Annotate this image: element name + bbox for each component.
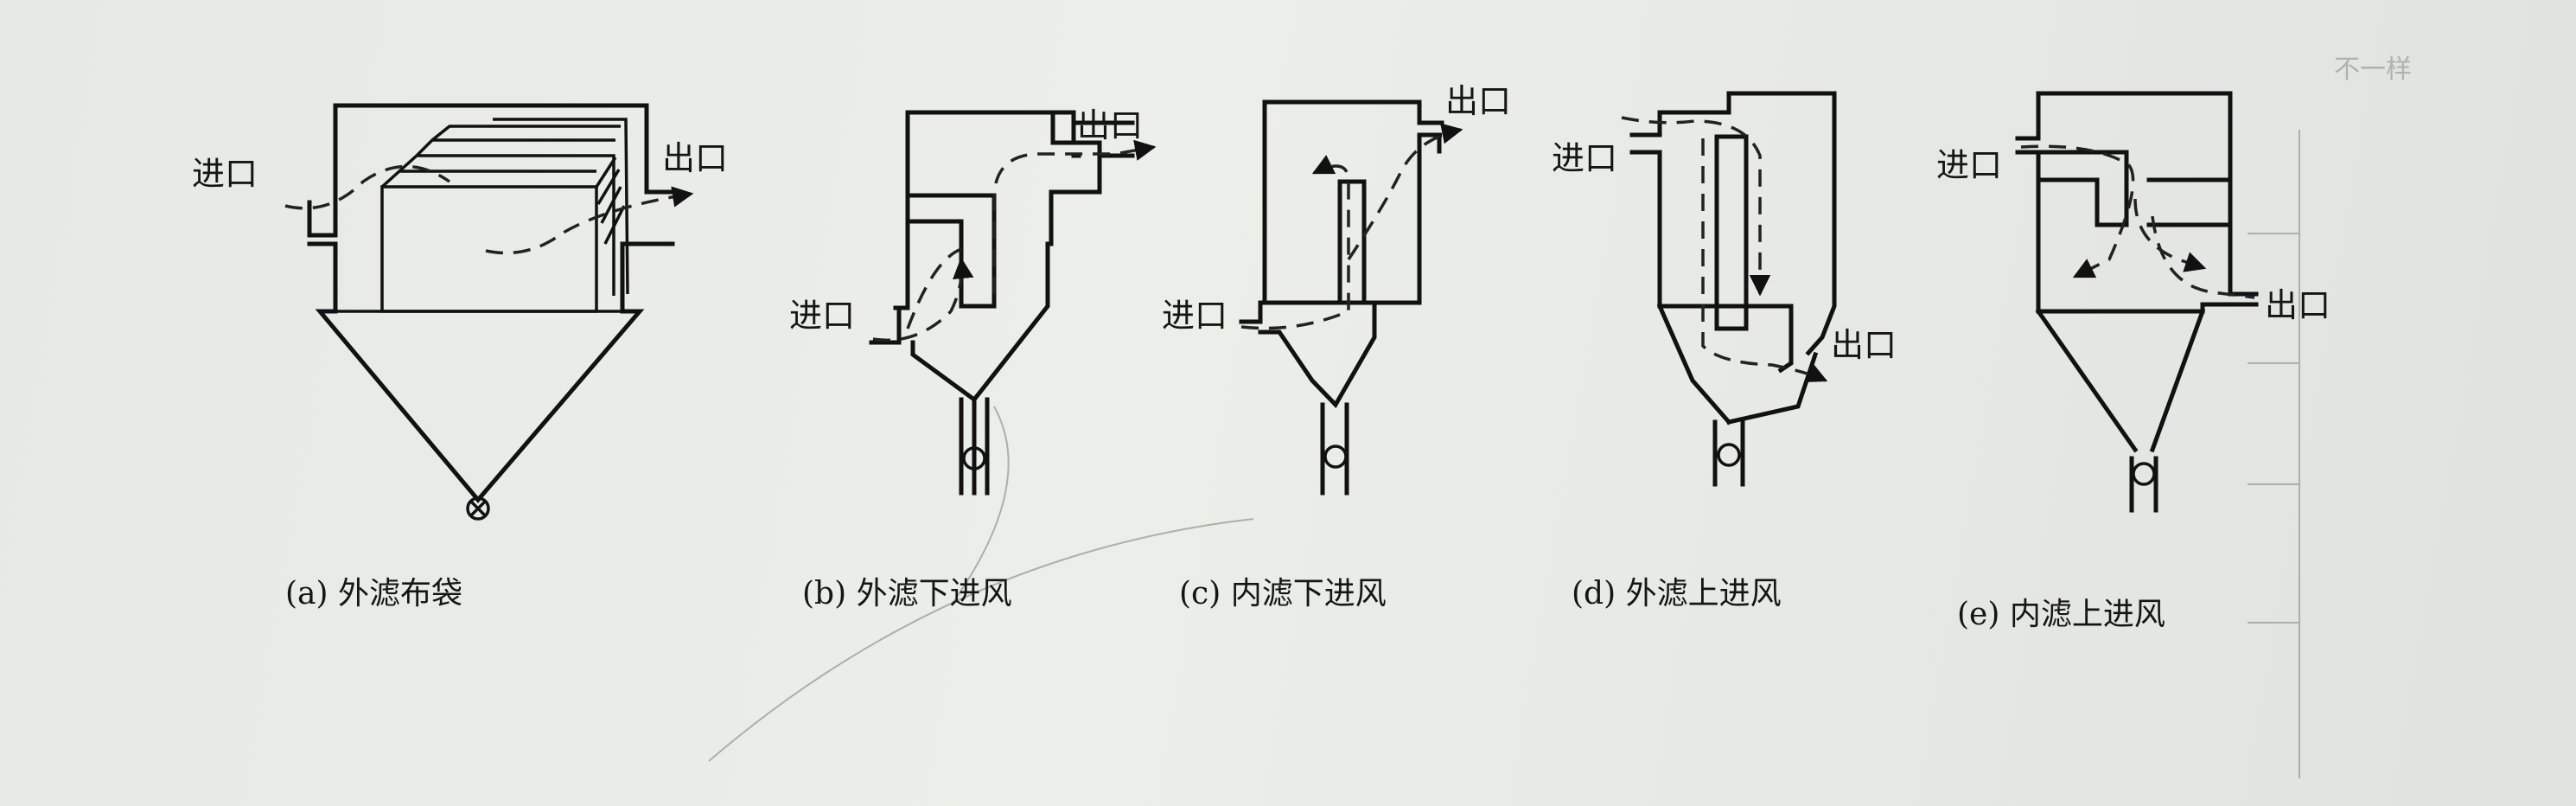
diagram-b-outlet-label: 出口 [1077, 106, 1143, 144]
diagram-c-caption: (c) 内滤下进风 [1179, 576, 1387, 611]
diagram-d: 进口 出口 (d) 外滤上进风 [1552, 91, 1897, 611]
diagram-d-outlet-label: 出口 [1831, 326, 1897, 364]
diagram-c-housing [1239, 99, 1444, 496]
diagram-a-discharge-valve [466, 496, 490, 521]
diagram-a: 进口 出口 (a) 外滤布袋 [192, 103, 728, 611]
diagram-e-airflow [2020, 144, 2255, 299]
diagram-e-discharge-valve [2132, 462, 2156, 486]
diagram-c: 进口 出口 (c) 内滤下进风 [1162, 82, 1511, 611]
svg-text:不一样: 不一样 [2334, 54, 2412, 85]
diagram-c-outlet-label: 出口 [1445, 82, 1511, 120]
diagram-c-inlet-label: 进口 [1162, 297, 1227, 335]
diagram-d-housing [1629, 91, 1837, 487]
diagram-b-discharge-valve [962, 446, 986, 470]
bleed-through-background: 不一样 [708, 54, 2412, 778]
diagram-a-caption: (a) 外滤布袋 [285, 576, 462, 611]
diagram-a-housing [307, 103, 675, 503]
diagram-d-airflow [1621, 116, 1828, 383]
diagram-b-airflow [872, 139, 1157, 342]
diagram-e: 进口 出口 (e) 内滤上进风 [1936, 91, 2331, 632]
diagram-a-inlet-label: 进口 [192, 155, 258, 193]
diagram-a-outlet-label: 出口 [662, 139, 728, 177]
diagram-b-caption: (b) 外滤下进风 [802, 576, 1012, 611]
diagram-a-airflow [284, 164, 694, 255]
diagram-b: 进口 出口 (b) 外滤下进风 [789, 106, 1157, 611]
diagram-a-filter-bags [380, 118, 629, 313]
diagram-b-housing [869, 110, 1135, 496]
diagram-c-airflow [1240, 123, 1463, 330]
diagram-e-inlet-label: 进口 [1936, 146, 2002, 184]
diagram-e-caption: (e) 内滤上进风 [1957, 597, 2165, 632]
diagram-d-inlet-label: 进口 [1552, 139, 1617, 177]
diagram-d-caption: (d) 外滤上进风 [1572, 576, 1782, 611]
diagram-b-inlet-label: 进口 [789, 297, 855, 335]
diagram-c-discharge-valve [1323, 445, 1348, 469]
diagram-e-housing [2015, 91, 2259, 513]
diagram-d-discharge-valve [1717, 443, 1741, 467]
diagram-e-outlet-label: 出口 [2265, 286, 2331, 324]
